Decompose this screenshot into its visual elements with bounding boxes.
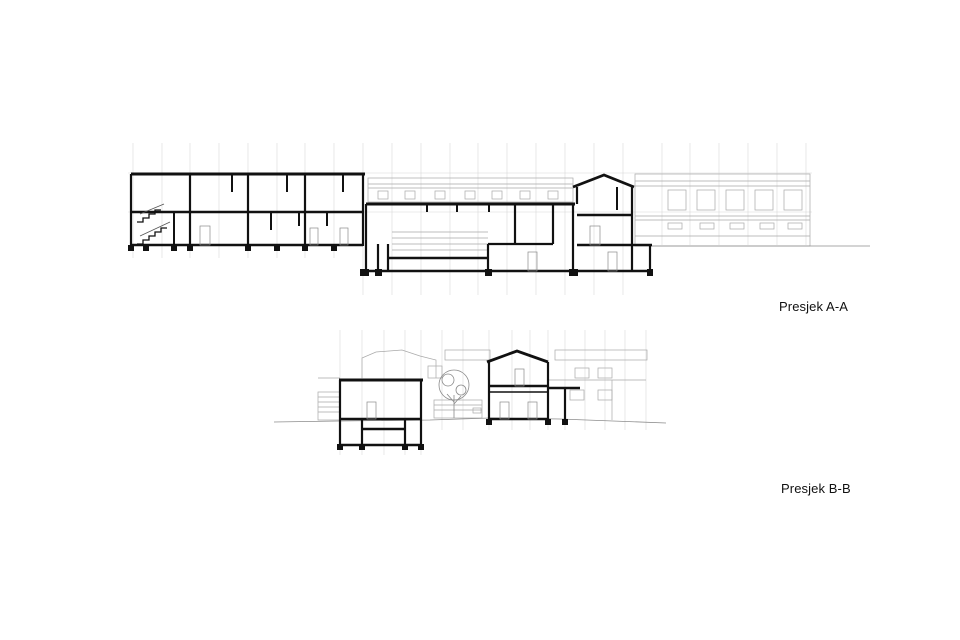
section-a-background-elevation [367,173,811,251]
section-b-background-elevation [317,349,648,421]
section-a-a-label: Presjek A-A [779,299,849,314]
section-b-b-drawing [273,330,667,455]
section-b-tree [438,369,470,418]
section-b-footings [337,419,568,450]
section-b-doors [366,368,538,420]
section-a-footings [128,245,653,276]
section-b-cut-structure [338,349,580,447]
section-a-doors [199,225,618,272]
section-a-staircase [137,203,171,245]
section-b-ground-line [273,417,667,424]
section-a-cut-structure [129,172,652,273]
section-b-b-label: Presjek B-B [781,481,851,496]
section-a-a-drawing [128,143,870,295]
section-a-grid [128,143,812,295]
